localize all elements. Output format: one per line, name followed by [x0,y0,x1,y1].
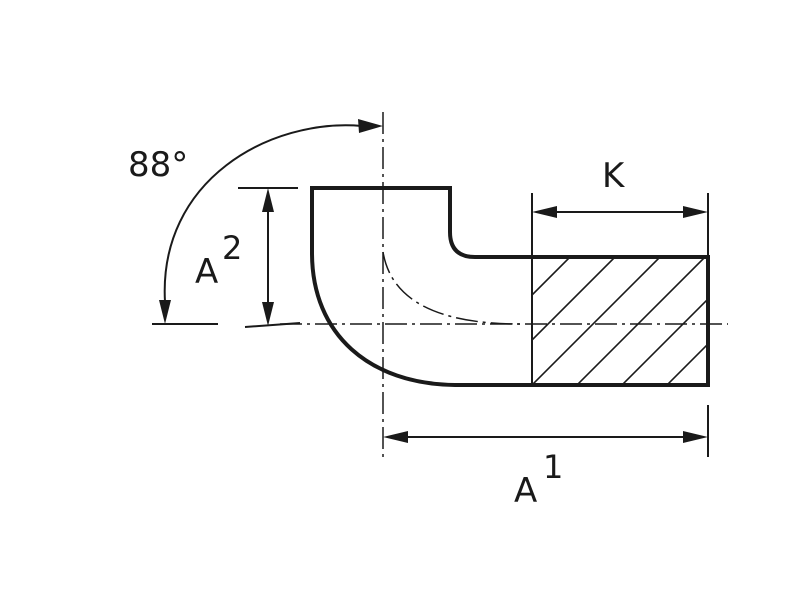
dimension-k [532,206,708,218]
dimension-a2-letter: A [195,252,218,292]
dimension-k-label: K [602,156,626,196]
bend-axis-curve [382,251,521,325]
dimension-a1-letter: A [514,471,537,511]
angle-label: 88° [128,145,188,185]
dimension-a2 [262,188,274,326]
elbow-part-outline [310,186,710,387]
dimension-a2-index: 2 [222,229,242,267]
hatched-section [532,257,708,385]
angle-dimension [159,119,383,324]
dimension-a1 [383,431,708,443]
reference-tick-line [244,322,301,328]
dimension-a1-index: 1 [543,448,563,486]
